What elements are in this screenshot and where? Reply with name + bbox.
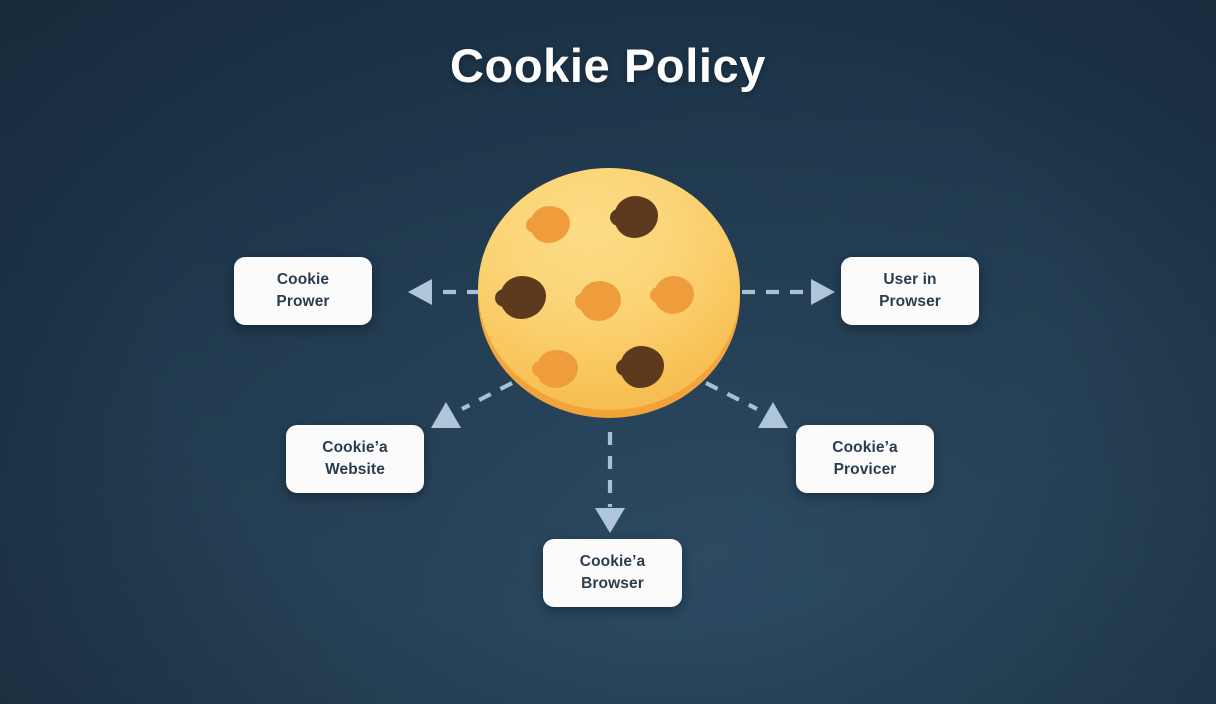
connector-to-cookie-power (408, 279, 480, 305)
node-cookie-browser-line1: Cookie’a (579, 553, 646, 570)
cookie-chip-5 (650, 276, 694, 314)
cookie-chip-4 (574, 281, 621, 321)
cookie-chip-3 (495, 276, 546, 319)
node-user-in-browser-line2: Prowser (879, 293, 941, 310)
node-cookie-provider-line1: Cookie’a (832, 439, 898, 456)
cookie-illustration (478, 168, 740, 418)
node-cookie-website-line2: Website (325, 461, 385, 478)
node-user-in-browser-line1: User in (883, 271, 937, 288)
node-cookie-power-line1: Cookie (276, 271, 330, 288)
node-cookie-provider-line2: Provicer (833, 461, 897, 478)
cookie-body (478, 168, 740, 410)
cookie-chip-6 (531, 350, 578, 388)
cookie-chip-7 (615, 346, 664, 388)
node-cookie-power-line2: Prower (276, 293, 330, 310)
cookie-chip-2 (609, 196, 658, 238)
connector-to-cookie-browser (595, 432, 625, 533)
page-title: Cookie Policy (449, 39, 766, 92)
node-cookie-browser-line2: Browser (581, 575, 644, 592)
node-cookie-website-line1: Cookie’a (322, 439, 388, 456)
connector-to-user-in-browser (742, 279, 835, 305)
cookie-chip-1 (526, 206, 570, 243)
node-user-in-browser-label: User in Prowser (879, 269, 941, 313)
node-user-in-browser[interactable]: User in Prowser (841, 257, 979, 325)
